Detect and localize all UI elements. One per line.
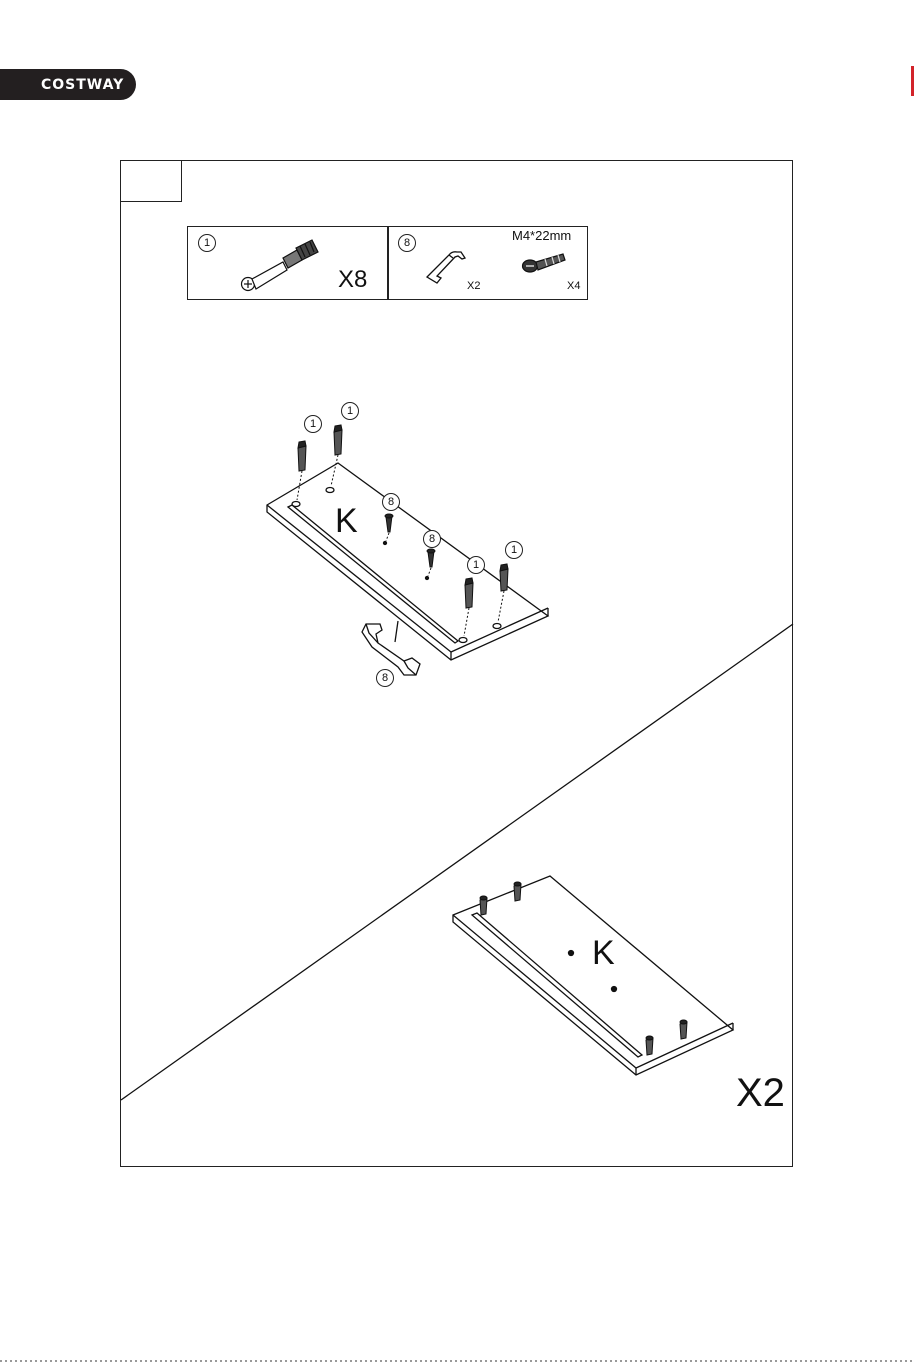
cam-bolt-icon xyxy=(242,240,319,291)
callout-bolt-a: 1 xyxy=(304,415,322,433)
callout-bolt-b: 1 xyxy=(341,402,359,420)
handle-icon xyxy=(427,252,465,283)
callout-cam-bolt: 1 xyxy=(198,234,216,252)
screw-quantity: X4 xyxy=(567,280,580,292)
handle-quantity: X2 xyxy=(467,280,480,292)
callout-screw-a: 8 xyxy=(382,493,400,511)
panel-k-assembled xyxy=(453,876,733,1075)
panel-label-upper: K xyxy=(335,502,358,541)
screw-icon xyxy=(523,254,566,272)
cam-bolt-quantity: X8 xyxy=(338,266,367,294)
handle-exploded xyxy=(362,621,420,675)
callout-bolt-c: 1 xyxy=(467,556,485,574)
callout-handle: 8 xyxy=(376,669,394,687)
callout-bolt-d: 1 xyxy=(505,541,523,559)
callout-screw-b: 8 xyxy=(423,530,441,548)
multiplier-label: X2 xyxy=(736,1071,785,1116)
callout-handle-set: 8 xyxy=(398,234,416,252)
screw-spec: M4*22mm xyxy=(512,228,571,243)
panel-label-lower: K xyxy=(592,934,615,973)
panel-k-exploded xyxy=(267,463,548,660)
